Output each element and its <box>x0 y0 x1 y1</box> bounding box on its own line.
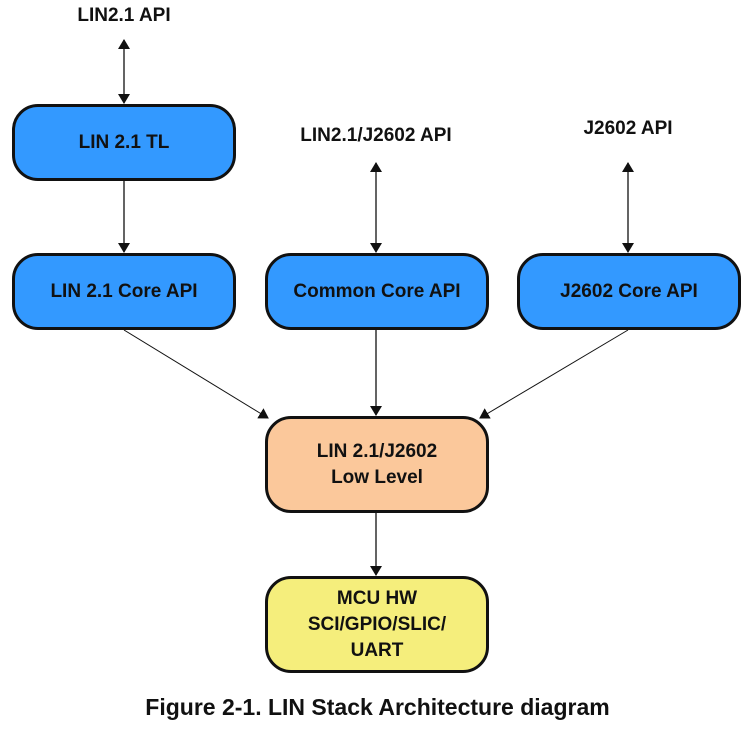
lin21-tl-text: LIN 2.1 TL <box>78 131 170 153</box>
lin21-api-label: LIN2.1 API <box>77 5 171 26</box>
common-api-label: LIN2.1/J2602 API <box>300 125 452 146</box>
figure-caption: Figure 2-1. LIN Stack Architecture diagr… <box>145 694 610 720</box>
common-core-api-box: Common Core API <box>265 253 489 330</box>
j2602-core-api-text: J2602 Core API <box>560 280 698 302</box>
lin21-core-api-box: LIN 2.1 Core API <box>12 253 236 330</box>
low-level-text-line1: LIN 2.1/J2602 <box>316 440 438 462</box>
j2602-core-api-box: J2602 Core API <box>517 253 741 330</box>
mcu-text-line3: UART <box>350 639 404 661</box>
j2602-api-label: J2602 API <box>583 118 673 139</box>
arrow-lin21-core-to-low <box>123 329 269 419</box>
mcu-text-line2: SCI/GPIO/SLIC/ <box>307 613 447 635</box>
low-level-box: LIN 2.1/J2602 Low Level <box>265 416 489 513</box>
low-level-text-line2: Low Level <box>331 466 423 488</box>
mcu-hw-box: MCU HW SCI/GPIO/SLIC/ UART <box>265 576 489 673</box>
lin21-tl-box: LIN 2.1 TL <box>12 104 236 181</box>
arrow-j2602-core-to-low <box>479 329 629 419</box>
mcu-text-line1: MCU HW <box>336 587 418 609</box>
lin21-core-api-text: LIN 2.1 Core API <box>50 280 198 302</box>
common-core-api-text: Common Core API <box>293 280 461 302</box>
